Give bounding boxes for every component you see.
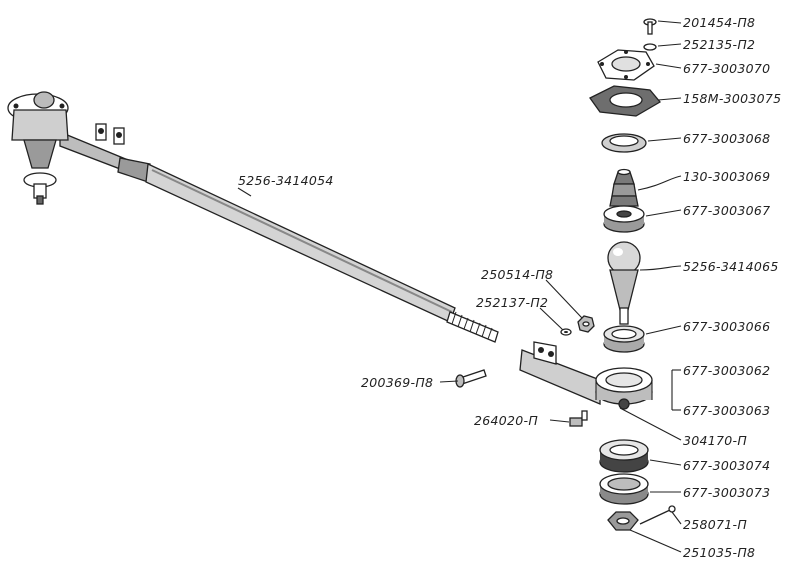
label-lower-insert: 677-3003074 (683, 458, 770, 473)
lower-insert (599, 439, 649, 473)
split-pin (639, 505, 676, 525)
label-cotter: 304170-П (683, 433, 747, 448)
small-nut (577, 315, 595, 333)
label-seal-ring: 677-3003068 (683, 131, 770, 146)
label-rod: 5256-3414054 (238, 173, 334, 188)
steering-rod (59, 123, 499, 343)
spring (609, 168, 639, 207)
label-gasket: 158М-3003075 (683, 91, 781, 106)
cover-plate (597, 49, 655, 81)
label-split-pin: 258071-П (683, 517, 747, 532)
washer-top (643, 43, 657, 51)
label-castle-nut: 251035-П8 (683, 545, 755, 560)
castle-nut (607, 511, 639, 531)
label-cover: 677-3003070 (683, 61, 770, 76)
spring-seat (603, 205, 645, 233)
rod-clamp (95, 123, 125, 145)
tie-rod-end-housing (519, 341, 653, 410)
left-bolt (455, 369, 487, 388)
label-bolt-top: 201454-П8 (683, 15, 755, 30)
label-spring: 130-3003069 (683, 169, 770, 184)
upper-insert (603, 325, 645, 353)
label-lower-ring: 677-3003073 (683, 485, 770, 500)
left-joint-head (7, 91, 69, 205)
ball-pin (607, 241, 641, 325)
part-labels: 201454-П8 252135-П2 677-3003070 158М-300… (238, 15, 781, 560)
bolt-top (643, 18, 657, 35)
label-upper-insert: 677-3003066 (683, 319, 770, 334)
label-washer-small: 252137-П2 (476, 295, 548, 310)
label-grease-fitting: 264020-П (474, 413, 538, 428)
label-housing-b: 677-3003063 (683, 403, 770, 418)
label-bolt-left: 200369-П8 (361, 375, 433, 390)
seal-ring (601, 133, 647, 153)
leader-lines (237, 20, 682, 553)
label-washer-top: 252135-П2 (683, 37, 755, 52)
gasket (589, 85, 661, 117)
label-ball-pin: 5256-3414065 (683, 259, 779, 274)
label-housing-a: 677-3003062 (683, 363, 770, 378)
lower-ring (599, 473, 649, 505)
label-nut-small: 250514-П8 (481, 267, 553, 282)
grease-fitting (569, 410, 588, 427)
small-washer (560, 328, 572, 336)
label-spring-seat: 677-3003067 (683, 203, 770, 218)
